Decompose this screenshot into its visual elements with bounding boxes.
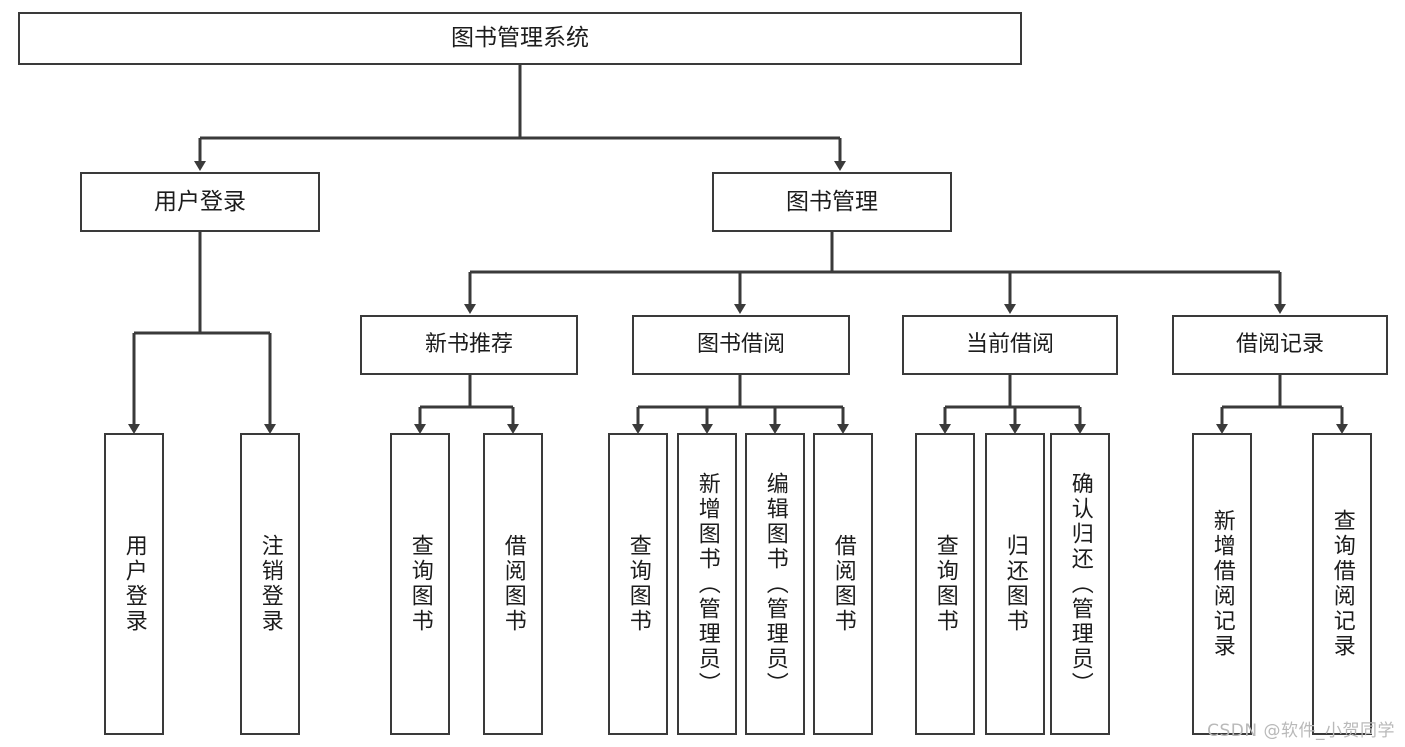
leaf-recommend-borrow-book[interactable]: 借阅图书: [483, 433, 543, 735]
leaf-user-login[interactable]: 用户登录: [104, 433, 164, 735]
watermark-credit: CSDN @软件_小贺同学: [1207, 721, 1395, 741]
node-new-book-recommend[interactable]: 新书推荐: [360, 315, 578, 375]
node-borrow-record[interactable]: 借阅记录: [1172, 315, 1388, 375]
leaf-current-return-book[interactable]: 归还图书: [985, 433, 1045, 735]
node-book-borrow[interactable]: 图书借阅: [632, 315, 850, 375]
leaf-current-query-book[interactable]: 查询图书: [915, 433, 975, 735]
leaf-borrow-add-book-admin[interactable]: 新增图书（管理员）: [677, 433, 737, 735]
node-user-login[interactable]: 用户登录: [80, 172, 320, 232]
leaf-recommend-query-book[interactable]: 查询图书: [390, 433, 450, 735]
leaf-borrow-query-book[interactable]: 查询图书: [608, 433, 668, 735]
leaf-current-confirm-return-admin[interactable]: 确认归还（管理员）: [1050, 433, 1110, 735]
leaf-borrow-edit-book-admin[interactable]: 编辑图书（管理员）: [745, 433, 805, 735]
node-book-management[interactable]: 图书管理: [712, 172, 952, 232]
node-current-borrow[interactable]: 当前借阅: [902, 315, 1118, 375]
node-root-system[interactable]: 图书管理系统: [18, 12, 1022, 65]
leaf-record-query-borrow-record[interactable]: 查询借阅记录: [1312, 433, 1372, 735]
leaf-logout[interactable]: 注销登录: [240, 433, 300, 735]
leaf-record-add-borrow-record[interactable]: 新增借阅记录: [1192, 433, 1252, 735]
leaf-borrow-borrow-book[interactable]: 借阅图书: [813, 433, 873, 735]
